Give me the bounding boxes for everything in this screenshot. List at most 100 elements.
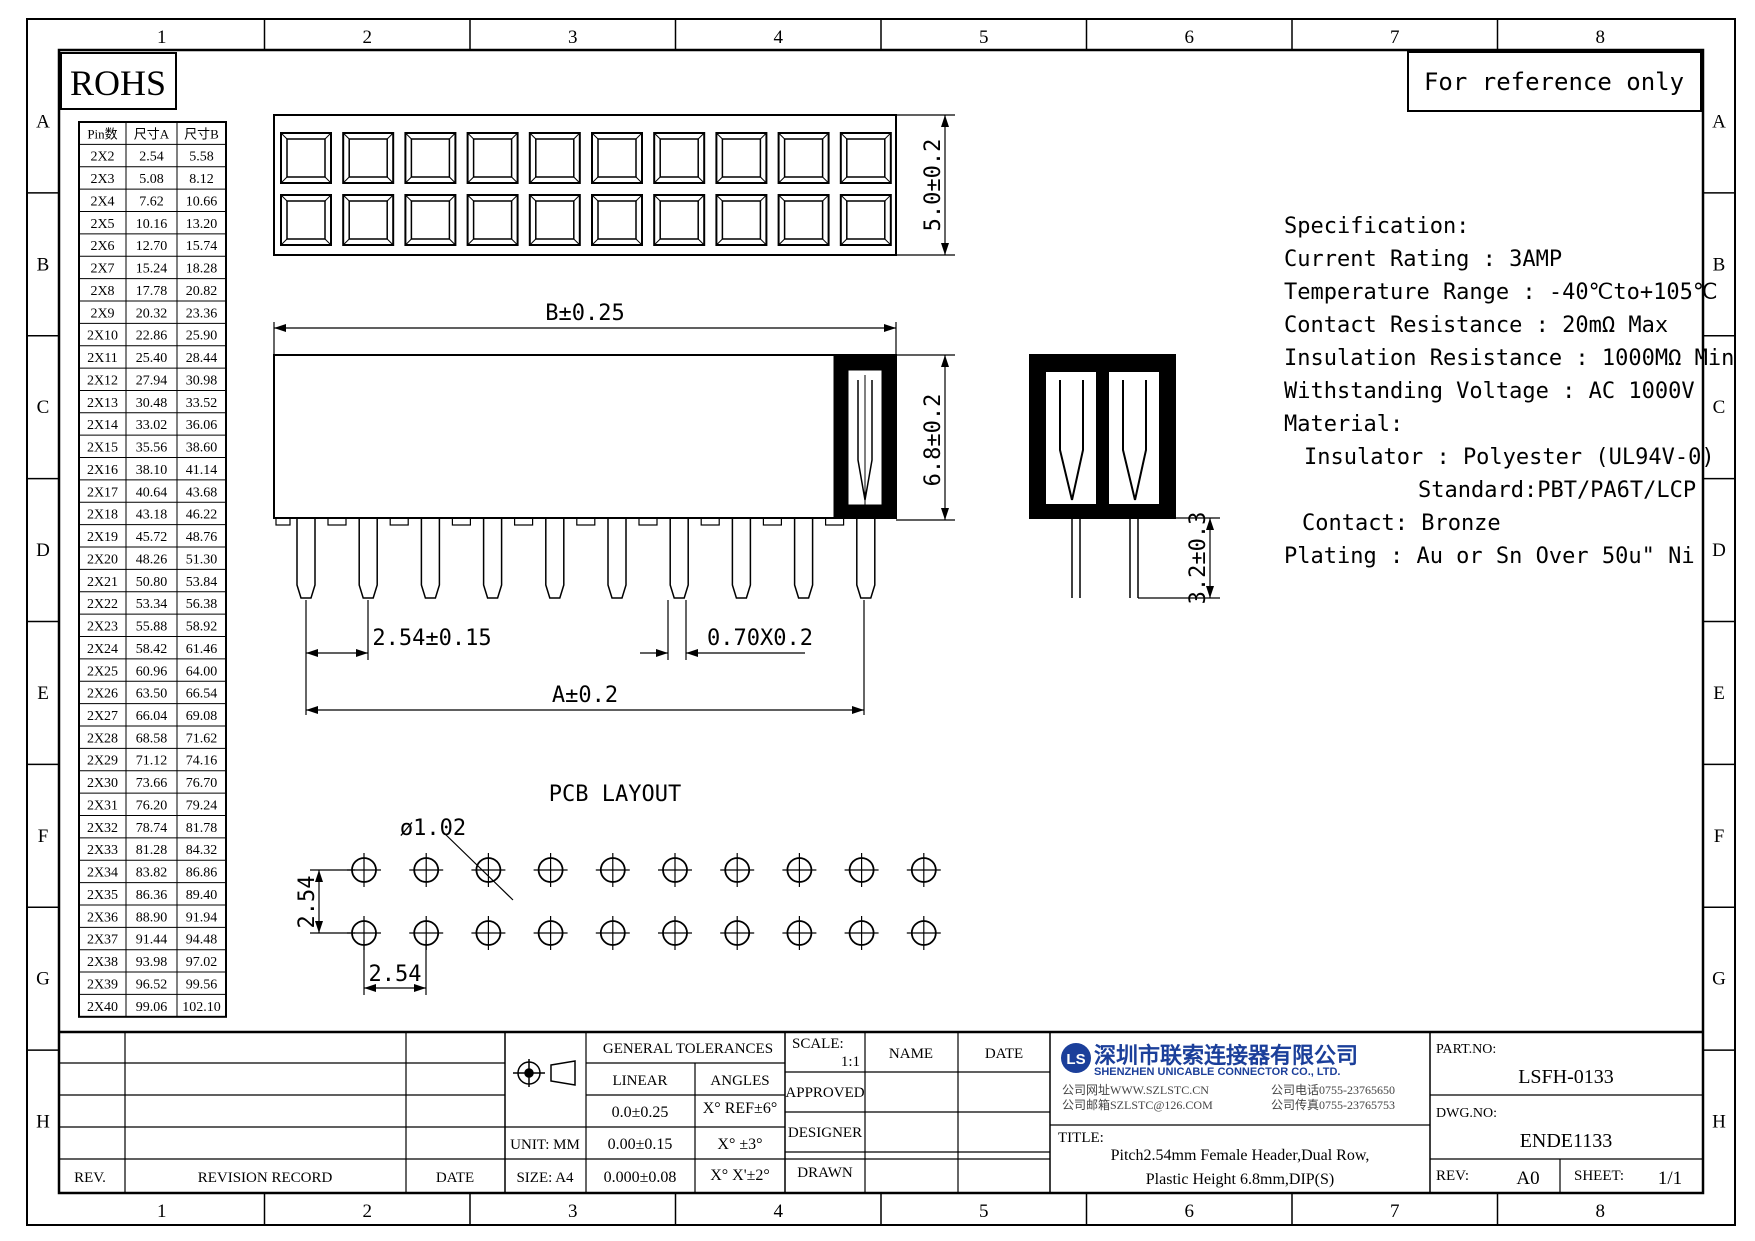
pin-table-cell: 30.48 (136, 396, 168, 411)
pin-table-cell: 2X2 (90, 150, 114, 165)
rev-label-2: REV: (1436, 1168, 1469, 1184)
designer-label: DESIGNER (788, 1125, 862, 1141)
cavity (404, 132, 457, 184)
pin-table-cell: 102.10 (182, 1000, 221, 1015)
pin-table-cell: 2X24 (87, 642, 118, 657)
dim-pin-width (640, 600, 805, 660)
pin-table-cell: 81.78 (186, 821, 218, 836)
pin-table-cell: 2X38 (87, 955, 118, 970)
pin (358, 518, 378, 599)
spec-line: Material: (1284, 412, 1403, 437)
pin-table-cell: 2X40 (87, 1000, 118, 1015)
pin-table-cell: 28.44 (186, 351, 218, 366)
svg-text:LS: LS (1066, 1051, 1085, 1068)
pin-table-cell: 93.98 (136, 955, 168, 970)
sheet-value: 1/1 (1658, 1168, 1682, 1189)
pin-table-header: 尺寸A (134, 126, 170, 141)
pin-table-cell: 27.94 (136, 373, 168, 388)
column-label-top: 1 (157, 27, 167, 48)
pin-table-cell: 20.32 (136, 306, 168, 321)
drawn-label: DRAWN (797, 1165, 853, 1181)
pin-table-cell: 10.16 (136, 217, 168, 232)
pin-table-cell: 86.36 (136, 888, 168, 903)
pin-table-cell: 88.90 (136, 910, 168, 925)
spec-line: Contact: Bronze (1302, 511, 1501, 536)
column-label-bottom: 4 (774, 1201, 784, 1222)
pin-table-cell: 94.48 (186, 933, 218, 948)
size-label: SIZE: A4 (516, 1170, 574, 1186)
reference-note: For reference only (1424, 68, 1684, 96)
column-label-top: 2 (363, 27, 373, 48)
pin-table-cell: 2X21 (87, 575, 118, 590)
dim-pitch-label: 2.54±0.15 (372, 626, 491, 651)
pin-table-cell: 86.86 (186, 866, 218, 881)
column-label-top: 3 (568, 27, 578, 48)
pin-table-cell: 22.86 (136, 329, 168, 344)
cavity (280, 132, 332, 184)
pin-table-cell: 2X34 (87, 866, 118, 881)
row-label-left: F (38, 826, 49, 847)
rohs-box (60, 52, 177, 110)
approved-label: APPROVED (785, 1085, 864, 1101)
spec-line: Insulator : Polyester (UL94V-0) (1304, 445, 1715, 470)
pin-table-cell: 38.60 (186, 441, 218, 456)
pin-table-cell: 25.40 (136, 351, 168, 366)
pin-table-cell: 23.36 (186, 306, 218, 321)
revision-record-label: REVISION RECORD (198, 1170, 333, 1186)
cavity (528, 194, 581, 246)
pin-table-cell: 2X16 (87, 463, 118, 478)
column-label-bottom: 2 (363, 1201, 373, 1222)
pin-table-cell: 64.00 (186, 664, 218, 679)
pin-table-cell: 10.66 (186, 194, 218, 209)
pin-table-cell: 51.30 (186, 552, 218, 567)
row-label-right: D (1712, 540, 1726, 561)
pin-table-cell: 17.78 (136, 284, 168, 299)
pin-table-cell: 60.96 (136, 664, 168, 679)
pin-table-cell: 5.58 (189, 150, 214, 165)
pin-table-cell: 7.62 (139, 194, 164, 209)
spec-line: Plating : Au or Sn Over 50u" Ni (1284, 544, 1695, 569)
date-label-2: DATE (985, 1046, 1023, 1062)
projection-symbol-icon (513, 1059, 576, 1087)
pin-table-cell: 2X15 (87, 441, 118, 456)
scale-value: 1:1 (841, 1054, 860, 1070)
pin-table-cell: 46.22 (186, 508, 218, 523)
pin-table-cell: 2X17 (87, 485, 118, 500)
row-label-left: B (37, 254, 50, 275)
pin-table-cell: 2X3 (90, 172, 114, 187)
column-label-bottom: 8 (1596, 1201, 1606, 1222)
pin-table-cell: 30.98 (186, 373, 218, 388)
pin-table-cell: 2X18 (87, 508, 118, 523)
pin-table-cell: 2X39 (87, 977, 118, 992)
row-label-right: C (1713, 397, 1726, 418)
pin-table-cell: 2X28 (87, 731, 118, 746)
pin-table-cell: 2X8 (90, 284, 114, 299)
pin-table-cell: 53.84 (186, 575, 218, 590)
tol-linear-1: 0.0±0.25 (612, 1104, 669, 1121)
pin-table-cell: 41.14 (186, 463, 218, 478)
pcb-layout-title: PCB LAYOUT (549, 782, 681, 807)
pin-table-cell: 40.64 (136, 485, 168, 500)
pin-table-cell: 71.12 (136, 754, 168, 769)
pin-table-cell: 2X35 (87, 888, 118, 903)
pin-table-cell: 2X19 (87, 530, 118, 545)
sheet-label: SHEET: (1574, 1168, 1624, 1184)
dim-b (273, 322, 897, 355)
row-label-right: E (1713, 683, 1725, 704)
company-fax: 公司传真0755-23765753 (1271, 1097, 1395, 1112)
pin-table-cell: 15.74 (186, 239, 218, 254)
linear-label: LINEAR (613, 1073, 668, 1089)
pin-table-header: Pin数 (87, 126, 117, 141)
angles-label: ANGLES (710, 1073, 769, 1089)
pin (607, 518, 627, 599)
pin-table-cell: 2X4 (90, 194, 114, 209)
part-no: LSFH-0133 (1518, 1066, 1614, 1088)
title-block (59, 1030, 1703, 1193)
pin (296, 518, 316, 599)
pin-table-header: 尺寸B (184, 126, 219, 141)
pin-table-cell: 36.06 (186, 418, 218, 433)
cavity (777, 194, 830, 246)
pin (545, 518, 565, 599)
pin-table-cell: 96.52 (136, 977, 168, 992)
